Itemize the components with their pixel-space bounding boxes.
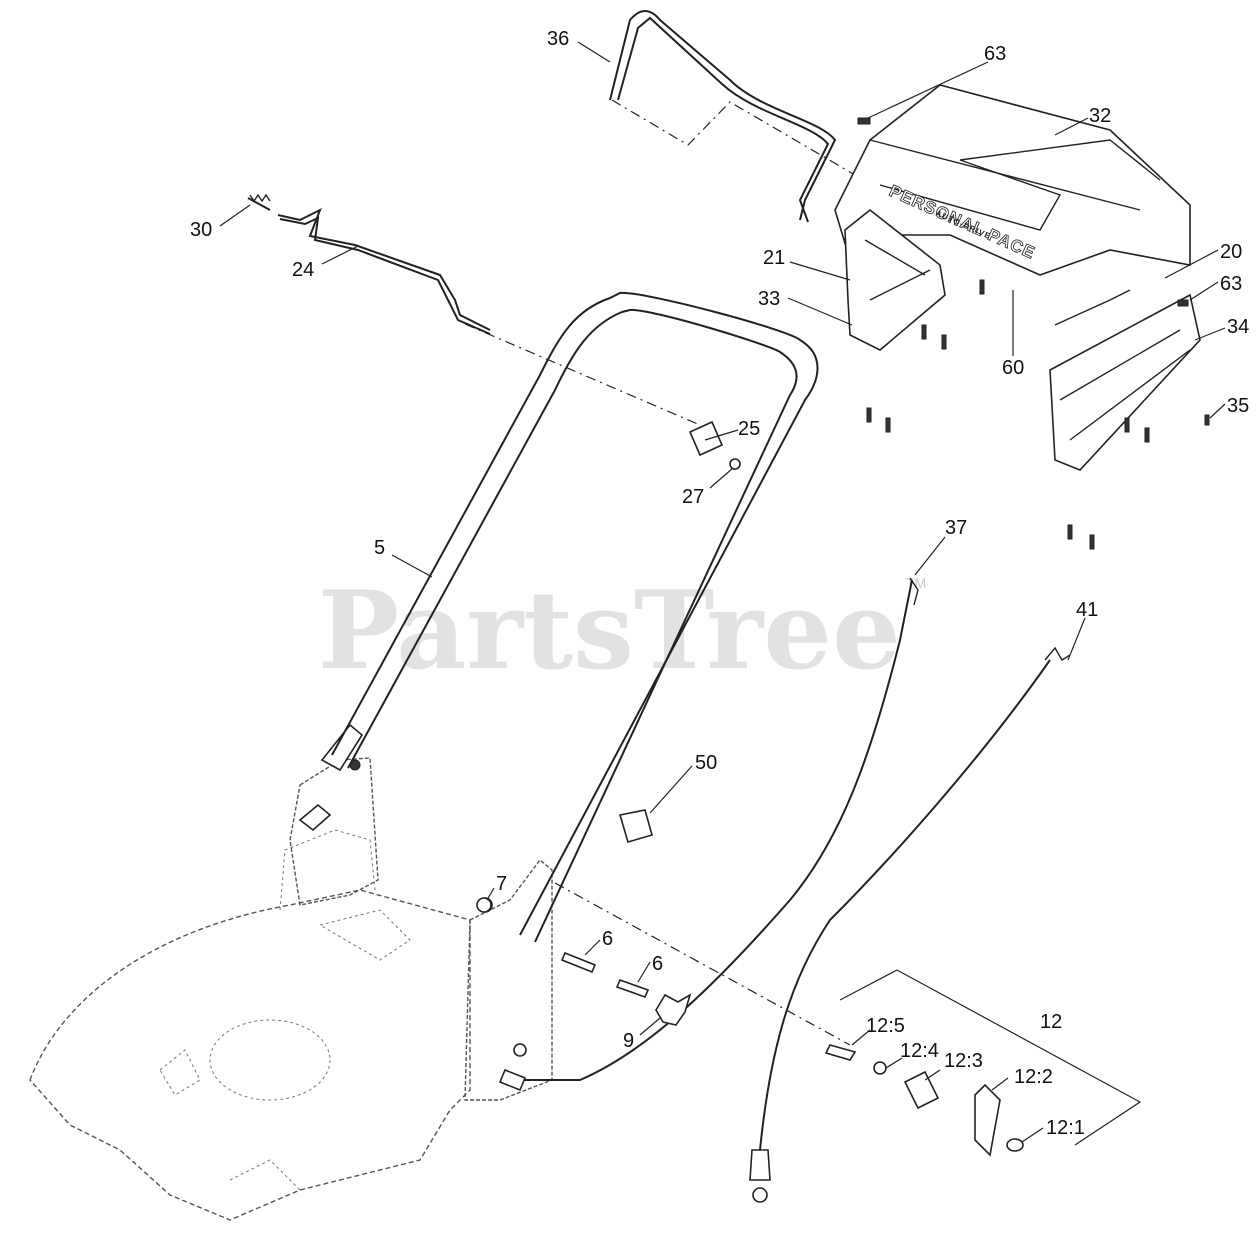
callout-32: 32 [1089,105,1111,127]
callout-6-lower: 6 [652,953,663,975]
drive-cable-37 [498,577,919,1092]
callout-60: 60 [1002,357,1024,379]
pivot-hardware [476,897,692,1026]
callout-7: 7 [496,873,507,895]
main-handle [331,291,851,1046]
callout-50: 50 [695,752,717,774]
callout-12-3: 12:3 [944,1050,983,1072]
callout-37: 37 [945,517,967,539]
callout-35: 35 [1227,395,1249,417]
left-grip [844,208,985,433]
callout-12: 12 [1040,1011,1062,1033]
left-handle-bracket [289,723,379,906]
callout-30: 30 [190,219,212,241]
control-rod [247,193,491,335]
brake-cable-41 [749,646,1071,1203]
callout-24: 24 [292,259,314,281]
callout-12-1: 12:1 [1046,1117,1085,1139]
cable-clip-50 [618,809,653,843]
mower-deck [29,829,471,1221]
callout-5: 5 [374,537,385,559]
callout-21: 21 [763,247,785,269]
right-handle-bracket [464,858,553,1101]
handle-knob-25-27 [688,420,741,470]
callout-27: 27 [682,486,704,508]
lever-assembly-12 [824,969,1142,1157]
callout-12-4: 12:4 [900,1040,939,1062]
callout-6-upper: 6 [602,928,613,950]
watermark-trademark: TM [906,575,926,591]
bail-cable [609,10,856,223]
callout-33: 33 [758,288,780,310]
callout-12-2: 12:2 [1014,1066,1053,1088]
callout-labels: 36 63 32 30 24 21 20 63 33 34 60 35 25 2… [190,28,1249,1139]
callout-63-top: 63 [984,43,1006,65]
callout-34: 34 [1227,316,1249,338]
leader-lines [219,41,1226,1143]
callout-9: 9 [623,1030,634,1052]
callout-41: 41 [1076,599,1098,621]
callout-20: 20 [1220,241,1242,263]
callout-12-5: 12:5 [866,1015,905,1037]
right-grip [857,117,1210,550]
callout-36: 36 [547,28,569,50]
callout-63-right: 63 [1220,273,1242,295]
watermark-text: PartsTree [318,568,901,694]
control-console: PERSONAL PACE AUTO-DRIVE [834,84,1191,276]
callout-25: 25 [738,418,760,440]
